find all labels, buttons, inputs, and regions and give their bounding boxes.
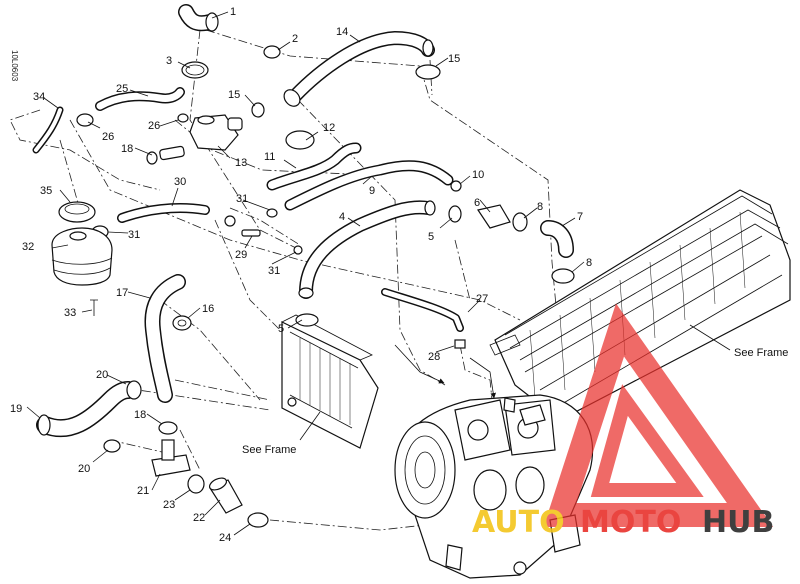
callout-34: 34: [33, 91, 45, 103]
hose-27: [381, 288, 464, 332]
callout-7: 7: [577, 211, 583, 223]
callout-18b: 18: [134, 409, 146, 421]
callout-20b: 20: [78, 463, 90, 475]
callout-31b: 31: [128, 229, 140, 241]
hose-7: [540, 220, 574, 258]
watermark-triangle-icon: [543, 303, 774, 527]
callout-23: 23: [163, 499, 175, 511]
callout-6: 6: [474, 197, 480, 209]
callout-11: 11: [264, 151, 275, 163]
frame-rail: [489, 189, 791, 421]
callout-5b: 5: [278, 323, 284, 335]
callout-4: 4: [339, 211, 345, 223]
document-id: 10L0603: [10, 50, 19, 82]
hose-17: [144, 274, 186, 403]
hose-1: [178, 4, 219, 32]
callout-22: 22: [193, 512, 205, 524]
callout-19: 19: [10, 403, 22, 415]
callout-31c: 31: [268, 265, 280, 277]
callout-35: 35: [40, 185, 52, 197]
callout-numbers: 1 2 3 14 15 25 34 15 26 26 18 13 12 11 1…: [10, 6, 592, 544]
callout-20a: 20: [96, 369, 108, 381]
hose-11: [266, 142, 362, 191]
callout-33: 33: [64, 307, 76, 319]
engine: [394, 394, 594, 579]
callout-1: 1: [230, 6, 236, 18]
watermark-word-hub: HUB: [702, 505, 774, 540]
callout-30: 30: [174, 176, 186, 188]
hose-30: [117, 203, 210, 223]
callout-16: 16: [202, 303, 214, 315]
hose-14: [283, 31, 435, 107]
callout-26b: 26: [148, 120, 160, 132]
watermark-word-moto: MOTO: [580, 505, 681, 540]
radiator: [281, 314, 379, 449]
callout-31a: 31: [236, 193, 248, 205]
hose-4: [298, 200, 436, 299]
see-frame-label-radiator: See Frame: [242, 444, 296, 456]
callout-18: 18: [121, 143, 133, 155]
callout-17: 17: [116, 287, 128, 299]
callout-26a: 26: [102, 131, 114, 143]
callout-29: 29: [235, 249, 247, 261]
callout-32: 32: [22, 241, 34, 253]
callout-2: 2: [292, 33, 298, 45]
watermark-word-auto: AUTO: [472, 505, 565, 540]
leader-arrow: [394, 344, 445, 384]
callout-8: 8: [537, 201, 543, 213]
callout-24: 24: [219, 532, 231, 544]
callout-15b: 15: [228, 89, 240, 101]
callout-14: 14: [336, 26, 348, 38]
callout-25: 25: [116, 83, 128, 95]
callout-27: 27: [476, 293, 488, 305]
callout-8b: 8: [586, 257, 592, 269]
watermark-logo: AUTO MOTO HUB: [472, 303, 774, 540]
hose-25: [95, 87, 185, 111]
callout-9: 9: [369, 185, 375, 197]
hose-19: [36, 381, 137, 438]
callout-28: 28: [428, 351, 440, 363]
hose-34: [32, 106, 64, 154]
callout-21: 21: [137, 485, 149, 497]
callout-13: 13: [235, 157, 247, 169]
leader-arrow: [469, 357, 497, 399]
callout-5a: 5: [428, 231, 434, 243]
hose-9: [284, 160, 454, 211]
see-frame-label-right: See Frame: [734, 347, 788, 359]
callout-15: 15: [448, 53, 460, 65]
hose-22: [208, 477, 243, 514]
small-parts: [51, 45, 575, 528]
callout-10: 10: [472, 169, 484, 181]
callout-3: 3: [166, 55, 172, 67]
callout-12: 12: [323, 122, 335, 134]
callout-leaders: [26, 11, 731, 536]
